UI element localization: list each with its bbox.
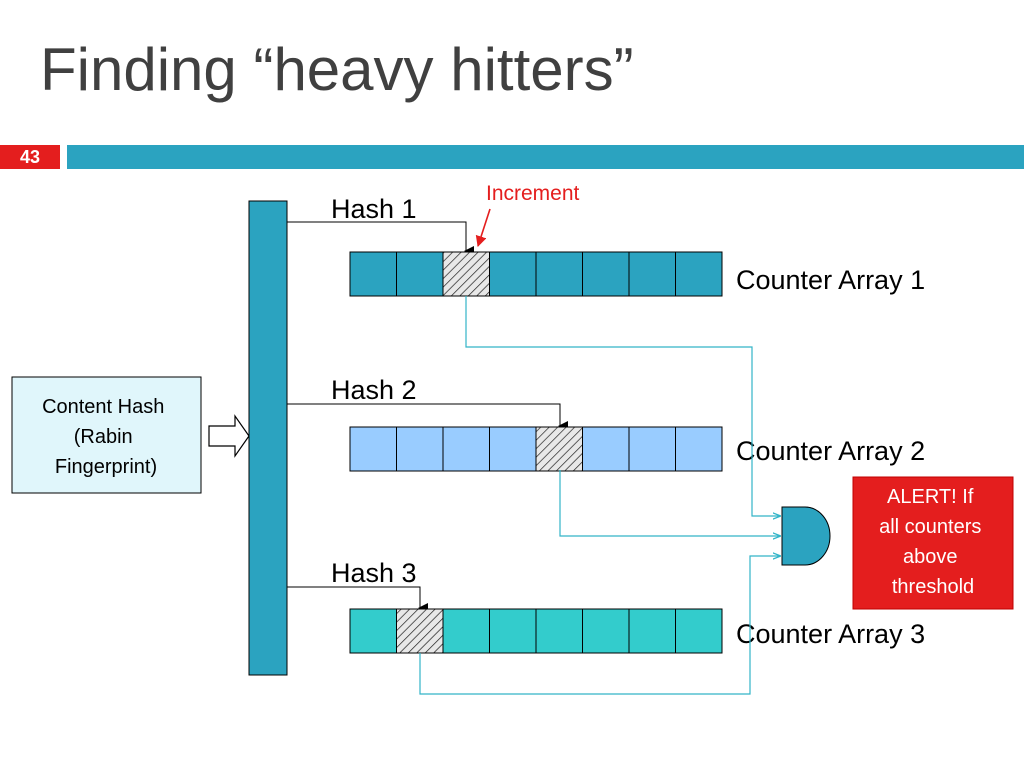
content-hash-box: Content Hash (Rabin Fingerprint) xyxy=(11,376,202,494)
counter-cell xyxy=(349,251,397,297)
counter-cell xyxy=(442,608,490,654)
and-gate xyxy=(781,506,831,566)
counter-cell xyxy=(675,251,723,297)
connector-array-3 xyxy=(419,556,780,695)
svg-text:Content Hash (Rabin: Content Hash (Rabin Fingerprint) xyxy=(42,396,170,478)
counter-cell xyxy=(489,426,537,472)
counter-cell xyxy=(675,426,723,472)
hash-1-label: Hash 1 xyxy=(331,194,417,224)
counter-cell xyxy=(489,608,537,654)
counter-cell xyxy=(675,608,723,654)
content-hash-line-2: (Rabin xyxy=(74,426,133,448)
hash-3-label: Hash 3 xyxy=(331,558,417,588)
slide-title: Finding “heavy hitters” xyxy=(40,36,634,103)
increment-label: Increment xyxy=(486,182,580,205)
counter-cell xyxy=(349,608,397,654)
counter-cell xyxy=(396,251,444,297)
alert-line-3: above xyxy=(903,546,958,568)
title-rule xyxy=(67,145,1024,169)
svg-text:ALERT! If all counters: ALERT! If all counters above threshold xyxy=(879,486,987,598)
content-hash-line-1: Content Hash xyxy=(42,396,164,418)
counter-cell xyxy=(489,251,537,297)
counter-cell xyxy=(535,251,583,297)
hash-1-branch xyxy=(287,221,474,256)
counter-cell xyxy=(582,426,630,472)
increment-arrow xyxy=(475,208,491,248)
counter-cell-incremented xyxy=(442,251,490,297)
counter-cell xyxy=(628,608,676,654)
counter-cell xyxy=(582,608,630,654)
counter-cell xyxy=(582,251,630,297)
counter-cell xyxy=(628,251,676,297)
counter-cell xyxy=(442,426,490,472)
counter-cell xyxy=(628,426,676,472)
counter-cell xyxy=(349,426,397,472)
counter-array-3 xyxy=(349,608,723,654)
counter-array-2-label: Counter Array 2 xyxy=(736,436,925,466)
counter-array-1 xyxy=(349,251,723,297)
hash-2-branch xyxy=(287,403,568,431)
connector-array-1 xyxy=(465,296,780,516)
alert-line-2: all counters xyxy=(879,516,981,538)
connector-array-2 xyxy=(559,470,780,536)
alert-line-1: ALERT! If xyxy=(887,486,974,508)
counter-cell-incremented xyxy=(535,426,583,472)
counter-cell xyxy=(396,426,444,472)
content-hash-line-3: Fingerprint) xyxy=(55,456,157,478)
counter-array-3-label: Counter Array 3 xyxy=(736,619,925,649)
counter-array-1-label: Counter Array 1 xyxy=(736,265,925,295)
hash-2-label: Hash 2 xyxy=(331,375,417,405)
block-arrow xyxy=(208,414,250,458)
alert-box: ALERT! If all counters above threshold xyxy=(852,476,1014,610)
slide-number: 43 xyxy=(0,145,60,169)
counter-array-2 xyxy=(349,426,723,472)
counter-cell xyxy=(535,608,583,654)
counter-cell-incremented xyxy=(396,608,444,654)
hash-distributor-bar xyxy=(248,200,288,676)
hash-3-branch xyxy=(287,586,428,613)
alert-line-4: threshold xyxy=(892,576,974,598)
